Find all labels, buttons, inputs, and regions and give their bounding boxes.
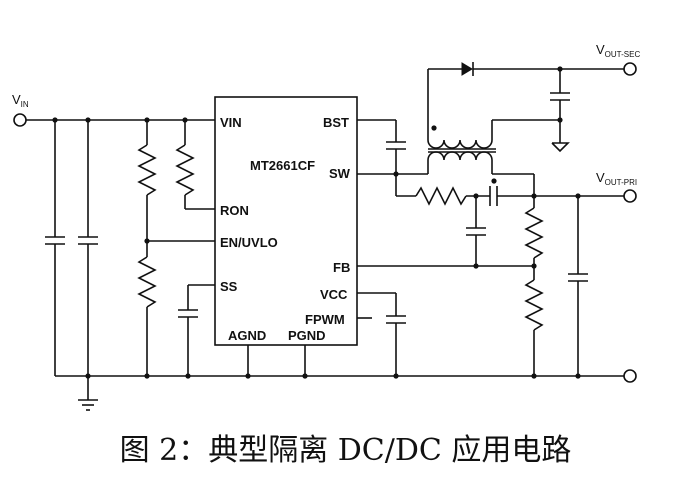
pin-fb-label: FB	[333, 260, 350, 275]
transformer-primary	[427, 151, 535, 196]
secondary-output-capacitor	[550, 69, 570, 143]
uvlo-bottom-resistor	[137, 256, 157, 376]
vout-sec-label: VOUT-SEC	[596, 42, 640, 59]
input-capacitor-2	[78, 120, 98, 376]
transformer-secondary	[427, 69, 560, 149]
pin-ss-label: SS	[220, 279, 238, 294]
pin-bst-label: BST	[323, 115, 349, 130]
vout-pri-label: VOUT-PRI	[596, 170, 637, 187]
pin-vcc-label: VCC	[320, 287, 348, 302]
figure-caption: 图 2：典型隔离 DC/DC 应用电路	[119, 433, 572, 468]
ground-symbol	[78, 376, 98, 411]
feedback-top-resistor	[524, 196, 544, 280]
ground-terminal	[623, 369, 637, 383]
pin-sw-label: SW	[329, 166, 351, 181]
ripple-capacitor	[466, 196, 486, 266]
vin-terminal	[13, 113, 27, 127]
ron-resistor	[175, 120, 215, 210]
vout-sec-terminal	[623, 62, 637, 76]
ripple-resistor	[415, 186, 467, 206]
ic-body	[214, 96, 358, 346]
pin-en-uvlo-label: EN/UVLO	[220, 235, 278, 250]
primary-output-capacitor	[568, 196, 588, 376]
pin-agnd-label: AGND	[228, 328, 266, 343]
secondary-diode	[428, 62, 624, 76]
coupling-capacitor	[489, 186, 498, 206]
vout-pri-terminal	[623, 189, 637, 203]
pin-ron-label: RON	[220, 203, 249, 218]
pin-fpwm-label: FPWM	[305, 312, 345, 327]
ss-capacitor	[178, 284, 215, 376]
vin-label: VIN	[12, 92, 29, 109]
ic-name: MT2661CF	[250, 158, 315, 173]
uvlo-top-resistor	[137, 120, 157, 257]
input-capacitor-1	[45, 120, 65, 376]
secondary-ground-symbol	[551, 142, 570, 153]
feedback-bottom-resistor	[524, 279, 544, 376]
bst-capacitor	[357, 119, 406, 174]
circuit-schematic: MT2661CF VIN RON EN/UVLO SS AGND PGND BS…	[12, 42, 640, 411]
pin-pgnd-label: PGND	[288, 328, 326, 343]
vcc-capacitor	[357, 292, 406, 376]
pin-vin-label: VIN	[220, 115, 242, 130]
